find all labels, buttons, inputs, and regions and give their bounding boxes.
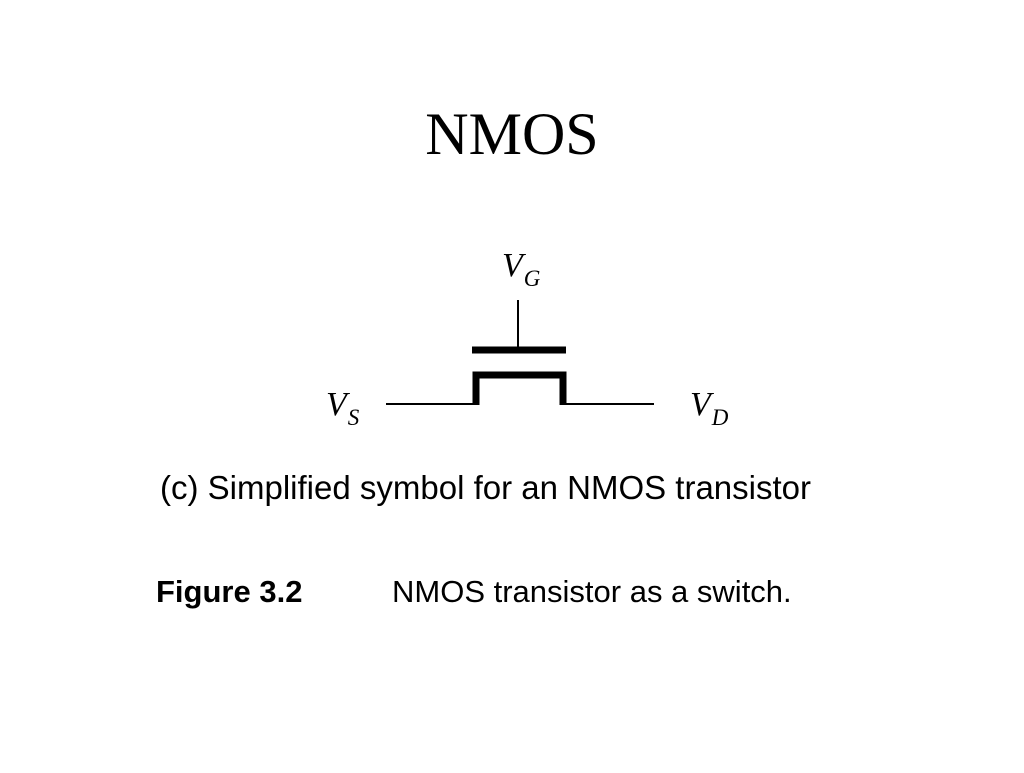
figure-number: Figure 3.2 (156, 574, 303, 609)
gate-voltage-label: VG (502, 247, 540, 292)
drain-voltage-symbol: V (690, 386, 711, 423)
slide-title: NMOS (425, 101, 599, 167)
gate-voltage-symbol: V (502, 247, 523, 284)
drain-voltage-subscript: D (711, 405, 729, 430)
figure-text: NMOS transistor as a switch. (392, 574, 792, 609)
source-voltage-label: VS (326, 386, 359, 431)
channel-body (472, 371, 567, 405)
source-voltage-subscript: S (347, 405, 360, 430)
symbol-caption: (c) Simplified symbol for an NMOS transi… (160, 469, 811, 506)
drain-voltage-label: VD (690, 386, 728, 431)
gate-voltage-subscript: G (523, 266, 541, 291)
source-voltage-symbol: V (326, 386, 347, 423)
figure-caption: Figure 3.2 NMOS transistor as a switch. (156, 572, 792, 612)
